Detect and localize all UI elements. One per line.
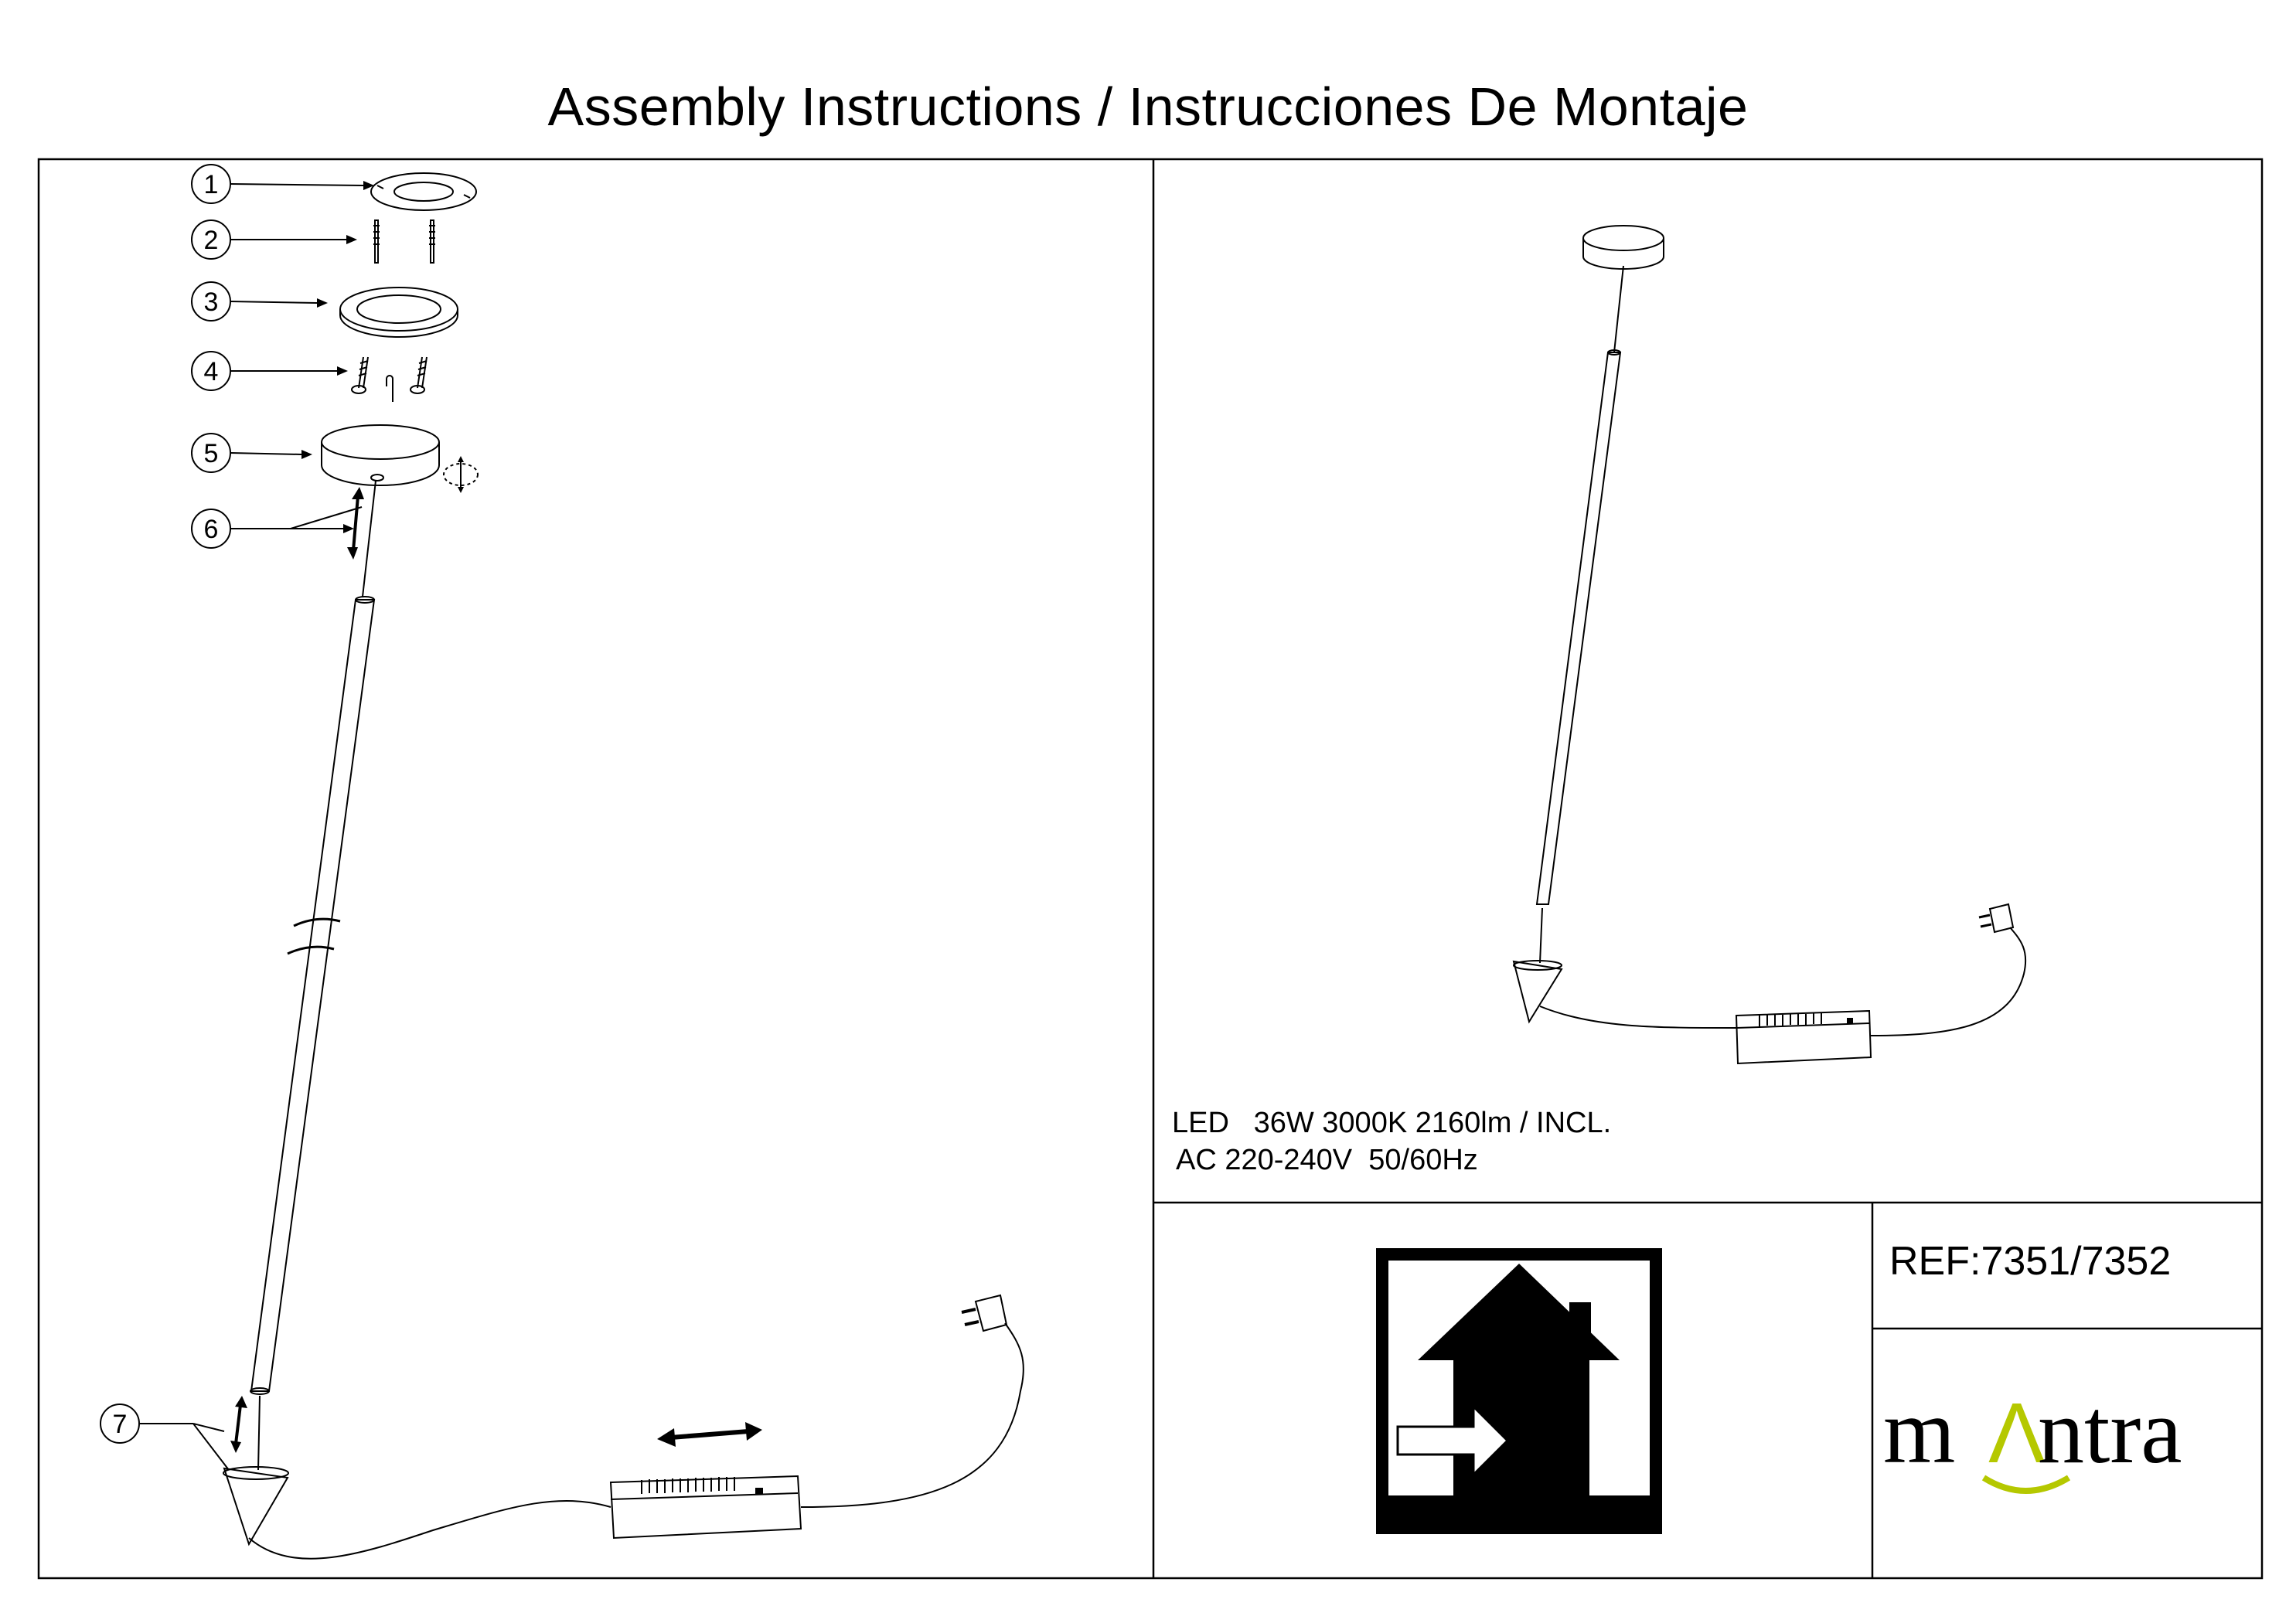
svg-text:m: m bbox=[1883, 1380, 1955, 1482]
suspension-wire bbox=[362, 480, 376, 597]
installed-view-diagram bbox=[1512, 225, 2027, 1065]
spec-voltage: AC 220-240V 50/60Hz bbox=[1176, 1144, 1478, 1176]
page-title: Assembly Instructions / Instrucciones De… bbox=[547, 77, 1749, 137]
callout-7: 7 bbox=[100, 1404, 230, 1471]
callout-5: 5 bbox=[191, 433, 312, 473]
spec-led-power: LED 36W 3000K 2160lm / INCL. bbox=[1172, 1107, 1612, 1139]
callout-6: 6 bbox=[191, 506, 363, 549]
height-adjust-arrow-icon bbox=[347, 487, 364, 560]
mantra-smile-logo bbox=[1981, 1475, 2071, 1494]
callout-1: 1 bbox=[191, 164, 374, 204]
reference-number: REF:7351/7352 bbox=[1889, 1239, 2172, 1284]
callout-3: 3 bbox=[191, 281, 328, 322]
indoor-use-house-icon bbox=[1376, 1248, 1662, 1534]
callout-4: 4 bbox=[191, 351, 348, 391]
plug-icon bbox=[1978, 903, 2015, 934]
mounting-ring-part-3 bbox=[339, 287, 458, 338]
output-cable bbox=[1870, 927, 2027, 1036]
suspension-wire bbox=[1613, 265, 1624, 353]
svg-text:3: 3 bbox=[204, 288, 219, 317]
svg-text:2: 2 bbox=[204, 226, 219, 255]
driver-slide-arrow-icon bbox=[657, 1422, 762, 1447]
svg-text:5: 5 bbox=[204, 439, 219, 468]
exploded-assembly-diagram: 1 2 3 4 5 6 bbox=[100, 164, 1024, 1560]
svg-text:Λ: Λ bbox=[1988, 1386, 2045, 1481]
svg-text:1: 1 bbox=[204, 170, 219, 199]
svg-text:7: 7 bbox=[113, 1410, 128, 1439]
cable-adjust-arrow-icon bbox=[230, 1396, 247, 1453]
led-driver-box bbox=[1735, 1009, 1872, 1065]
cone-end-cap bbox=[223, 1395, 289, 1546]
power-cable bbox=[248, 1500, 611, 1560]
rotate-indicator-icon bbox=[443, 456, 479, 493]
svg-text:4: 4 bbox=[204, 357, 219, 386]
mantra-logo: m Λ ntra bbox=[1883, 1380, 2182, 1494]
power-cable bbox=[1539, 1005, 1739, 1029]
wall-plugs-part-2 bbox=[373, 219, 435, 264]
svg-text:ntra: ntra bbox=[2038, 1380, 2182, 1482]
mounting-plate-part-1 bbox=[370, 172, 477, 211]
canopy bbox=[1582, 225, 1664, 270]
led-driver-box bbox=[609, 1475, 802, 1540]
output-cable bbox=[800, 1322, 1024, 1508]
canopy-hook bbox=[386, 375, 393, 402]
pendant-tube bbox=[250, 596, 376, 1395]
callout-2: 2 bbox=[191, 219, 357, 260]
cone-end-cap bbox=[1512, 960, 1563, 1024]
screws-part-4 bbox=[351, 356, 428, 394]
page-frame bbox=[37, 158, 2264, 1580]
plug-icon bbox=[961, 1294, 1008, 1332]
svg-text:6: 6 bbox=[204, 515, 219, 544]
canopy-part-5 bbox=[321, 424, 440, 486]
pendant-tube bbox=[1535, 349, 1622, 905]
